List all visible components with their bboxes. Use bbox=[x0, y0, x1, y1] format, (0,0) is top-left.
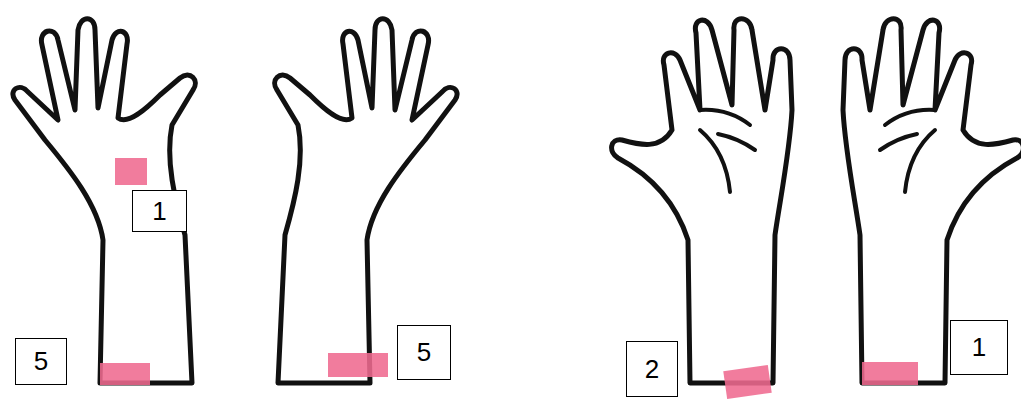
callout-number: 2 bbox=[645, 354, 659, 385]
pink-patch bbox=[723, 365, 771, 399]
callout-number: 1 bbox=[972, 332, 986, 363]
hand-palm-outline bbox=[843, 19, 1021, 383]
hand-palm bbox=[843, 19, 1021, 383]
hand-palm bbox=[612, 19, 792, 383]
callout-box: 1 bbox=[132, 190, 187, 232]
pink-patch bbox=[862, 362, 918, 385]
hand-back-outline bbox=[275, 19, 457, 383]
callout-box: 5 bbox=[15, 338, 67, 385]
pink-patch bbox=[328, 353, 388, 377]
callout-box: 5 bbox=[397, 325, 451, 380]
callout-box: 1 bbox=[950, 320, 1008, 375]
callout-number: 5 bbox=[417, 337, 431, 368]
pink-patch bbox=[100, 363, 150, 385]
hand-back-outline bbox=[13, 19, 195, 383]
callout-box: 2 bbox=[626, 341, 678, 397]
pink-patch bbox=[115, 158, 147, 185]
callout-number: 1 bbox=[152, 196, 166, 227]
callout-number: 5 bbox=[34, 346, 48, 377]
palm-lines bbox=[880, 110, 935, 192]
palm-lines bbox=[700, 110, 755, 192]
hand-palm-outline bbox=[612, 19, 792, 383]
